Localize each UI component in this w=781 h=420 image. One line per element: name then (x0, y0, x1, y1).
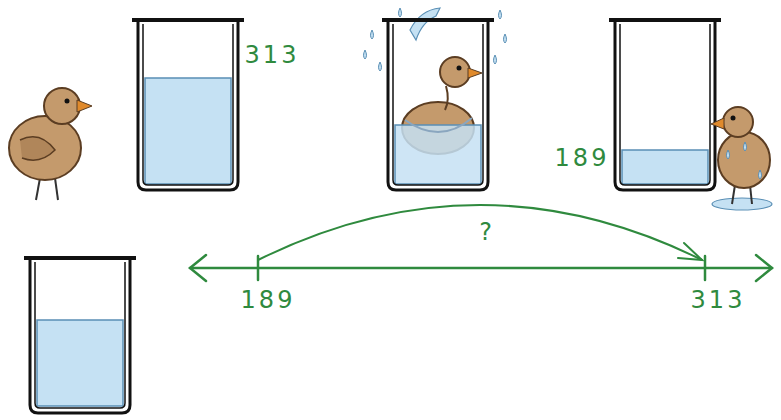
unknown-label: ? (479, 220, 495, 244)
wet-duck (711, 107, 772, 210)
number-line-value: 189 (241, 288, 296, 312)
beaker-result (24, 258, 136, 413)
beaker-with-duck (364, 8, 507, 190)
number-line (190, 205, 772, 281)
duck (9, 88, 92, 200)
quantity-label: 313 (245, 43, 300, 67)
quantity-label: 189 (555, 146, 610, 170)
beaker-full (132, 20, 244, 190)
beaker-low (609, 20, 721, 190)
number-line-value: 313 (691, 288, 746, 312)
